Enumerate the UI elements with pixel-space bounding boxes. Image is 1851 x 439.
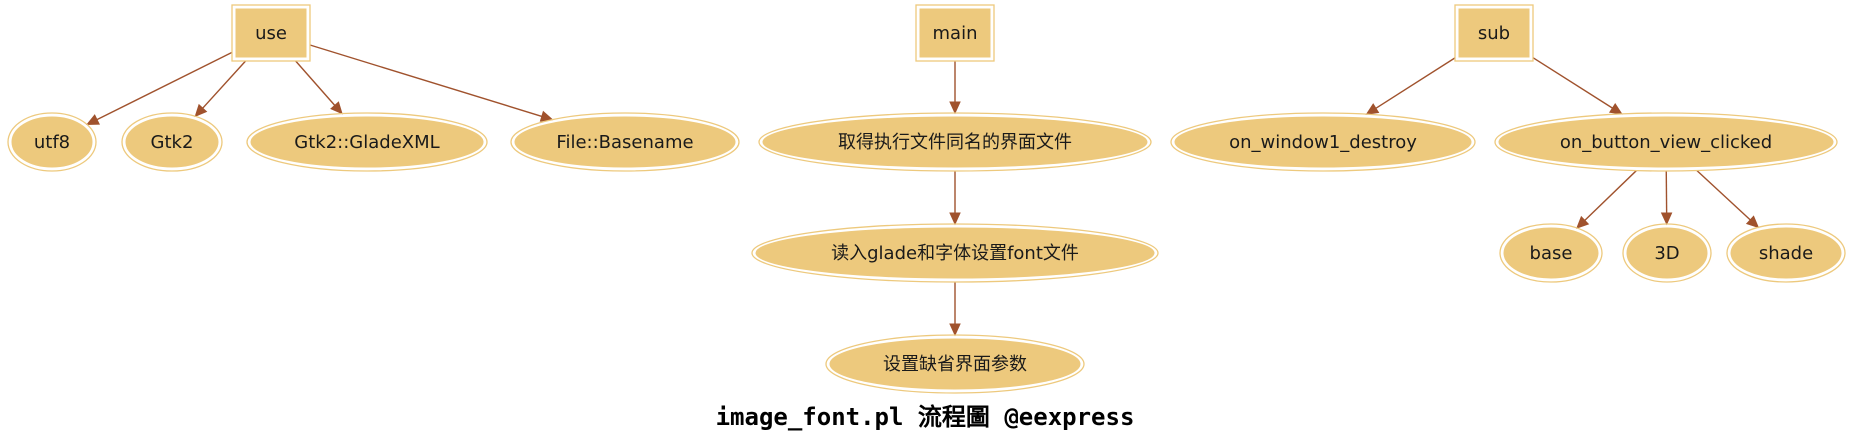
node-step2: 读入glade和字体设置font文件 [751, 223, 1159, 283]
node-label: 设置缺省界面参数 [883, 354, 1027, 375]
node-ellipse [250, 116, 484, 168]
node-step1: 取得执行文件同名的界面文件 [758, 112, 1152, 172]
node-label: 读入glade和字体设置font文件 [831, 243, 1079, 264]
node-main: main [915, 4, 995, 62]
edge-step1-to-step2 [949, 171, 961, 226]
node-ellipse [829, 338, 1081, 390]
node-3d: 3D [1622, 223, 1712, 283]
edge-line [1584, 170, 1637, 221]
arrowhead-icon [330, 101, 343, 115]
node-outline [510, 112, 740, 172]
edge-clicked-to-shade [1696, 170, 1760, 229]
edge-line [1696, 170, 1751, 221]
edge-use-to-basename [309, 44, 554, 122]
edge-step2-to-step3 [949, 282, 961, 337]
arrowhead-icon [194, 103, 208, 118]
arrowhead-icon [86, 114, 100, 126]
node-box [1458, 8, 1530, 58]
edge-line [202, 60, 247, 109]
node-ellipse [125, 116, 219, 168]
node-outline [231, 4, 311, 62]
node-step3: 设置缺省界面参数 [825, 334, 1085, 394]
edge-sub-to-destroy [1365, 57, 1456, 115]
node-ellipse [1174, 116, 1472, 168]
diagram-title: image_font.pl 流程圖 @eexpress [716, 403, 1135, 431]
node-utf8: utf8 [7, 112, 97, 172]
node-ellipse [11, 116, 93, 168]
edge-line [96, 51, 233, 121]
node-box [235, 8, 307, 58]
arrowhead-icon [949, 323, 961, 337]
node-ellipse [1730, 227, 1842, 279]
node-gtk2: Gtk2 [121, 112, 223, 172]
edge-line [309, 44, 543, 118]
node-base: base [1499, 223, 1603, 283]
node-box [919, 8, 991, 58]
node-outline [121, 112, 223, 172]
node-ellipse [762, 116, 1148, 168]
edge-use-to-gtk2 [194, 60, 247, 118]
node-label: main [933, 23, 978, 44]
edge-clicked-to-3d [1660, 170, 1673, 226]
node-outline [1622, 223, 1712, 283]
node-label: File::Basename [556, 132, 693, 153]
node-use: use [231, 4, 311, 62]
node-label: shade [1759, 243, 1813, 264]
node-basename: File::Basename [510, 112, 740, 172]
node-outline [751, 223, 1159, 283]
node-label: on_window1_destroy [1229, 132, 1417, 153]
edge-line [1375, 57, 1456, 109]
node-label: on_button_view_clicked [1560, 132, 1772, 153]
arrowhead-icon [1745, 215, 1760, 229]
edges-layer [86, 44, 1760, 337]
node-ellipse [755, 227, 1155, 279]
node-outline [246, 112, 488, 172]
node-label: Gtk2 [151, 132, 194, 153]
arrowhead-icon [949, 101, 961, 115]
arrowhead-icon [1608, 102, 1623, 115]
node-clicked: on_button_view_clicked [1494, 112, 1838, 172]
edge-clicked-to-base [1576, 170, 1637, 229]
node-sub: sub [1454, 4, 1534, 62]
node-outline [758, 112, 1152, 172]
node-outline [825, 334, 1085, 394]
node-outline [7, 112, 97, 172]
node-destroy: on_window1_destroy [1170, 112, 1476, 172]
node-label: sub [1478, 23, 1510, 44]
arrowhead-icon [1660, 212, 1673, 226]
arrowhead-icon [949, 212, 961, 226]
edge-main-to-step1 [949, 61, 961, 115]
edge-use-to-utf8 [86, 51, 233, 126]
node-label: 取得执行文件同名的界面文件 [838, 132, 1072, 153]
node-label: utf8 [34, 132, 70, 153]
node-shade: shade [1726, 223, 1846, 283]
edge-sub-to-clicked [1532, 57, 1623, 115]
node-outline [1499, 223, 1603, 283]
node-ellipse [1498, 116, 1834, 168]
node-outline [1726, 223, 1846, 283]
node-label: use [255, 23, 287, 44]
node-ellipse [1503, 227, 1599, 279]
edge-line [1532, 57, 1613, 109]
node-outline [915, 4, 995, 62]
arrowhead-icon [1576, 215, 1590, 229]
arrowhead-icon [1365, 103, 1380, 115]
node-label: base [1530, 243, 1573, 264]
edge-line [295, 60, 336, 106]
node-outline [1494, 112, 1838, 172]
edge-use-to-gladexml [295, 60, 343, 115]
node-ellipse [514, 116, 736, 168]
node-label: Gtk2::GladeXML [294, 132, 439, 153]
node-outline [1170, 112, 1476, 172]
node-ellipse [1626, 227, 1708, 279]
node-label: 3D [1654, 243, 1679, 264]
node-outline [1454, 4, 1534, 62]
node-gladexml: Gtk2::GladeXML [246, 112, 488, 172]
